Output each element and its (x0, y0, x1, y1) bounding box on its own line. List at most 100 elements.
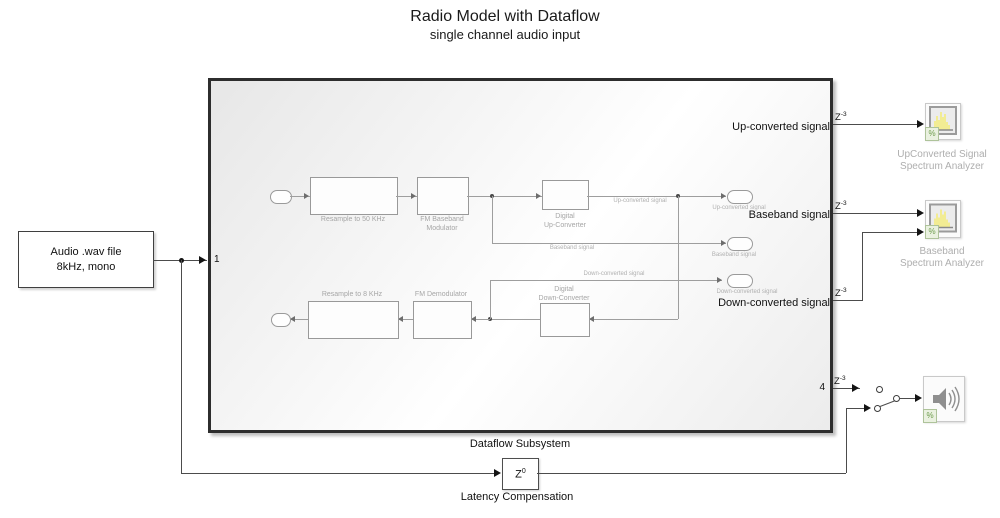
percent-badge: % (925, 225, 939, 239)
inner-outport-up-oval (727, 190, 753, 204)
upconverted-analyzer-label: UpConverted Signal Spectrum Analyzer (897, 149, 987, 172)
wire-switch-to-speaker[interactable] (900, 398, 917, 399)
percent-badge: % (925, 127, 939, 141)
audio-source-label-line2: 8kHz, mono (56, 260, 116, 273)
wire-down-converted-out[interactable] (833, 300, 863, 301)
inner-outport-baseband-oval (727, 237, 753, 251)
arrowhead-analyzer2-bottom (917, 228, 924, 236)
delay-badge-up: Z-3 (835, 111, 847, 124)
wire-down-converted-riser[interactable] (862, 232, 863, 300)
inner-wire-baseband-v (492, 196, 493, 243)
port-label-up-converted: Up-converted signal (732, 121, 830, 133)
audio-source-block[interactable]: Audio .wav file 8kHz, mono (18, 231, 154, 288)
inner-wire-9 (397, 319, 413, 320)
model-subtitle: single channel audio input (429, 27, 581, 42)
inner-wire-demod-in (470, 319, 490, 320)
delay-badge-audio-out: Z-3 (834, 375, 846, 388)
arrowhead-switch-lower (864, 404, 871, 412)
inner-arrow-10 (290, 316, 295, 322)
upconverted-spectrum-analyzer-block[interactable]: % (925, 103, 961, 141)
inner-wire-loopback-v (678, 196, 679, 319)
inner-arrow-3 (536, 193, 541, 199)
inner-arrow-1 (304, 193, 309, 199)
delay-badge-baseband: Z-3 (835, 200, 847, 213)
inner-wire-down-h (490, 280, 722, 281)
arrowhead-latency-in (494, 469, 501, 477)
inner-inport-oval (270, 190, 292, 204)
port-label-in1: 1 (214, 254, 220, 265)
switch-blade[interactable] (879, 400, 896, 407)
delay-badge-down: Z-3 (835, 287, 847, 300)
inner-arrow-8 (471, 316, 476, 322)
resample8-block (308, 301, 399, 339)
inner-arrow-6 (589, 316, 594, 322)
speaker-icon (933, 386, 960, 412)
fm-demodulator-label: FM Demodulator (414, 291, 468, 298)
wire-up-converted-out[interactable] (833, 124, 919, 125)
fm-baseband-modulator-label: FM Baseband Modulator (420, 216, 464, 233)
inner-wire-1 (290, 196, 310, 197)
digital-up-converter-label: Digital Up-Converter (543, 213, 586, 230)
inner-wire-3 (467, 196, 542, 197)
latency-delay-text: Z0 (515, 467, 526, 481)
fm-baseband-modulator-block (417, 177, 469, 215)
inner-outport-baseband-label: Baseband signal (711, 252, 757, 258)
port-label-down-converted: Down-converted signal (718, 297, 830, 309)
inner-outport-up-label: Up-converted signal (712, 205, 766, 211)
inner-wire-10 (289, 319, 308, 320)
inner-arrow-9 (398, 316, 403, 322)
spectrum-analyzer-icon (929, 203, 957, 233)
wire-latency-riser[interactable] (846, 408, 847, 473)
baseband-analyzer-label: Baseband Spectrum Analyzer (900, 246, 984, 269)
wire-label-baseband: Baseband signal (549, 245, 595, 251)
inner-wire-ddc-in (588, 319, 678, 320)
switch-contact-upper[interactable] (876, 386, 883, 393)
wire-latency-to-switch-contact[interactable] (846, 408, 866, 409)
inner-arrow-5 (721, 240, 726, 246)
inner-wire-baseband-h (492, 243, 726, 244)
arrowhead-in1 (199, 256, 206, 264)
model-title: Radio Model with Dataflow (410, 8, 600, 25)
inner-branch-dot-3 (488, 317, 492, 321)
wire-label-up-converted: Up-converted signal (613, 198, 667, 204)
arrowhead-switch-upper (852, 384, 859, 392)
resample50-block (310, 177, 398, 215)
percent-badge: % (923, 409, 937, 423)
port-label-baseband: Baseband signal (748, 209, 830, 221)
inner-arrow-2 (411, 193, 416, 199)
digital-up-converter-block (542, 180, 589, 210)
inner-outport-down-label: Down-converted signal (716, 289, 778, 295)
wire-label-down-converted: Down-converted signal (583, 271, 645, 277)
latency-compensation-block[interactable]: Z0 (502, 458, 539, 490)
dataflow-subsystem-label: Dataflow Subsystem (469, 438, 571, 450)
digital-down-converter-block (540, 303, 590, 337)
inner-outport-down-oval (727, 274, 753, 288)
inner-wire-ddc-out (490, 319, 540, 320)
wire-audio-out[interactable] (833, 388, 860, 389)
arrowhead-analyzer1 (917, 120, 924, 128)
digital-down-converter-label: Digital Down-Converter (538, 286, 590, 303)
wire-baseband-out[interactable] (833, 213, 919, 214)
wire-latency-to-switch[interactable] (537, 473, 846, 474)
inner-arrow-4 (721, 193, 726, 199)
wire-to-latency-block[interactable] (181, 473, 496, 474)
arrowhead-speaker (915, 394, 922, 402)
fm-demodulator-block (413, 301, 472, 339)
switch-contact-lower[interactable] (874, 405, 881, 412)
audio-source-label-line1: Audio .wav file (50, 246, 122, 259)
dataflow-subsystem-block[interactable]: Resample to 50 KHz FM Baseband Modulator… (208, 78, 833, 433)
audio-device-writer-block[interactable]: % (923, 376, 965, 423)
inner-arrow-7 (717, 277, 722, 283)
latency-compensation-label: Latency Compensation (460, 491, 574, 503)
inner-outport-audio-oval (271, 313, 291, 327)
wire-down-to-analyzer2[interactable] (862, 232, 919, 233)
arrowhead-analyzer2-top (917, 209, 924, 217)
inner-wire-2 (396, 196, 417, 197)
resample50-label: Resample to 50 KHz (320, 216, 386, 223)
wire-latency-branch-vertical[interactable] (181, 260, 182, 473)
baseband-spectrum-analyzer-block[interactable]: % (925, 200, 961, 239)
inner-wire-down-v (490, 280, 491, 319)
switch-pole[interactable] (893, 395, 900, 402)
inner-wire-up-converted (587, 196, 726, 197)
